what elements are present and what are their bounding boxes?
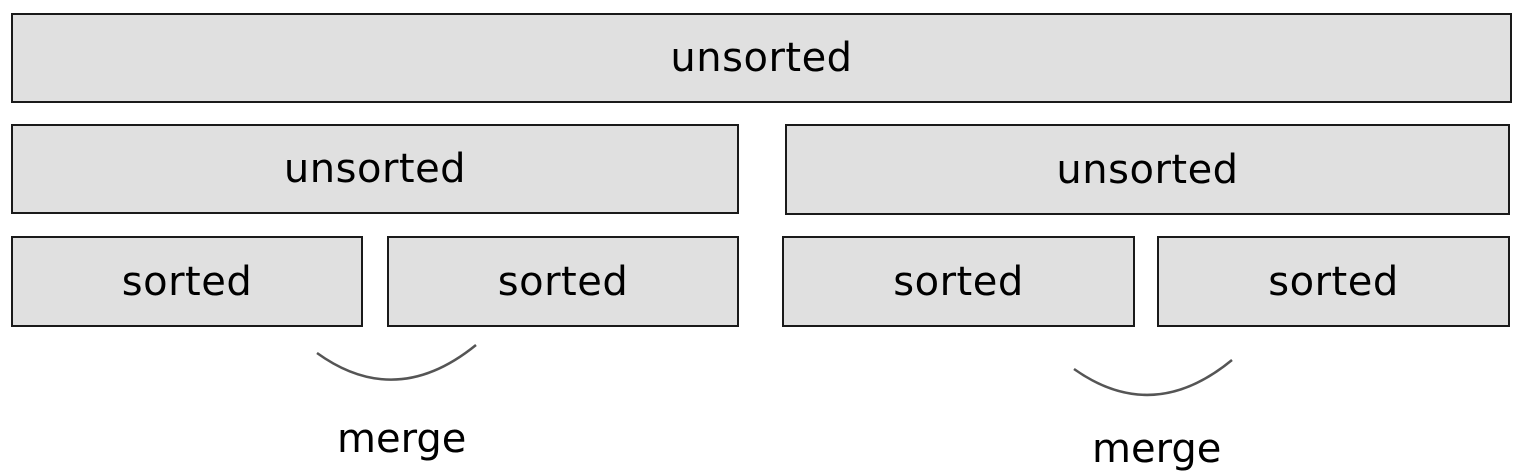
block-label: sorted bbox=[497, 258, 629, 305]
unsorted-left-half-block: unsorted bbox=[11, 124, 739, 214]
merge-label-left: merge bbox=[337, 416, 467, 462]
block-label: sorted bbox=[1268, 258, 1399, 305]
merge-arc-right bbox=[1073, 359, 1233, 397]
unsorted-array-block: unsorted bbox=[11, 13, 1512, 103]
block-label: unsorted bbox=[1056, 146, 1239, 193]
block-label: sorted bbox=[893, 258, 1024, 305]
block-label: sorted bbox=[121, 258, 253, 305]
sorted-quarter-block-1: sorted bbox=[11, 236, 363, 327]
block-label: unsorted bbox=[670, 35, 853, 81]
merge-label-right: merge bbox=[1092, 426, 1222, 472]
unsorted-right-half-block: unsorted bbox=[785, 124, 1510, 215]
merge-arc-left bbox=[316, 344, 477, 381]
sorted-quarter-block-2: sorted bbox=[387, 236, 739, 327]
block-label: unsorted bbox=[283, 146, 467, 192]
sorted-quarter-block-4: sorted bbox=[1157, 236, 1510, 327]
sorted-quarter-block-3: sorted bbox=[782, 236, 1135, 327]
